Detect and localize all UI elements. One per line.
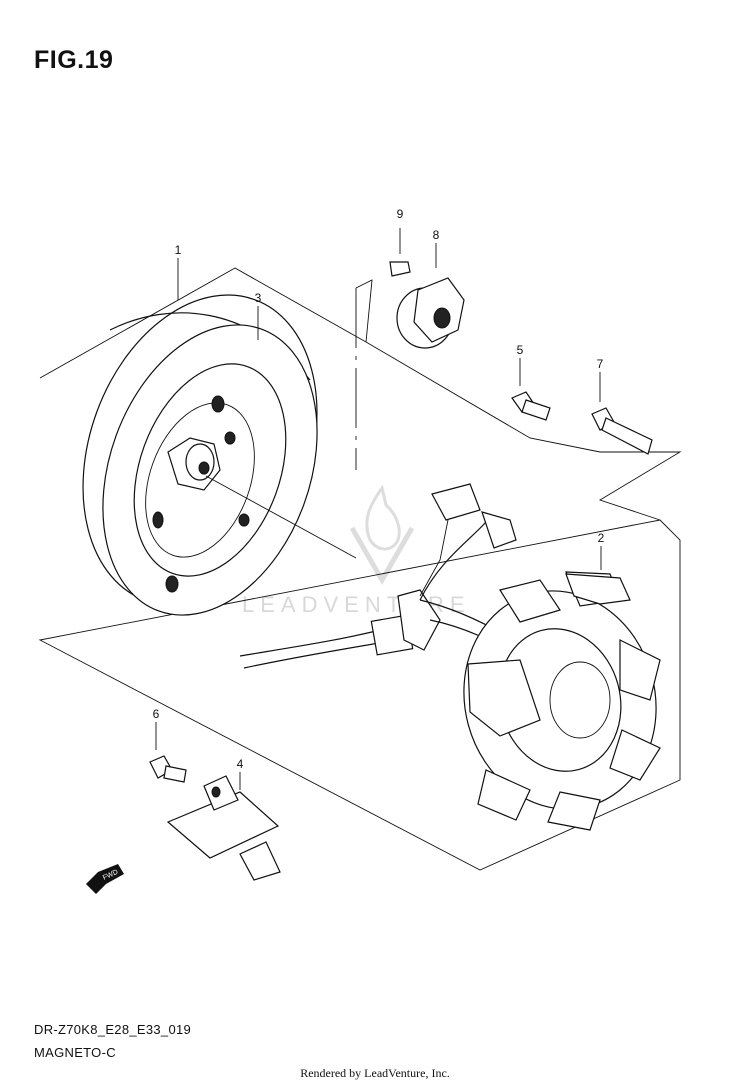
model-code: DR-Z70K8_E28_E33_019 xyxy=(34,1022,192,1037)
clamp xyxy=(166,772,281,881)
callout-4: 4 xyxy=(237,757,244,771)
bolt-6 xyxy=(149,722,187,783)
rotor xyxy=(82,294,357,616)
stator xyxy=(463,546,661,831)
footer-credit: Rendered by LeadVenture, Inc. xyxy=(300,1066,450,1080)
section-name: MAGNETO-C xyxy=(34,1045,116,1060)
callout-6: 6 xyxy=(153,707,160,721)
fwd-arrow-icon: FWD xyxy=(86,864,124,894)
flange-nut xyxy=(396,243,465,349)
wire-harness xyxy=(239,483,573,693)
callout-7: 7 xyxy=(597,357,604,371)
woodruff-key xyxy=(389,228,411,277)
callout-1: 1 xyxy=(175,243,182,257)
callout-5: 5 xyxy=(517,343,524,357)
bolt-5 xyxy=(511,358,551,421)
callout-9: 9 xyxy=(397,207,404,221)
callout-3: 3 xyxy=(255,291,262,305)
callout-2: 2 xyxy=(598,531,605,545)
callout-labels: 1 2 3 4 5 6 7 8 9 xyxy=(153,207,605,771)
bolt-7 xyxy=(591,372,653,455)
callout-8: 8 xyxy=(433,228,440,242)
figure-title: FIG.19 xyxy=(34,46,114,74)
